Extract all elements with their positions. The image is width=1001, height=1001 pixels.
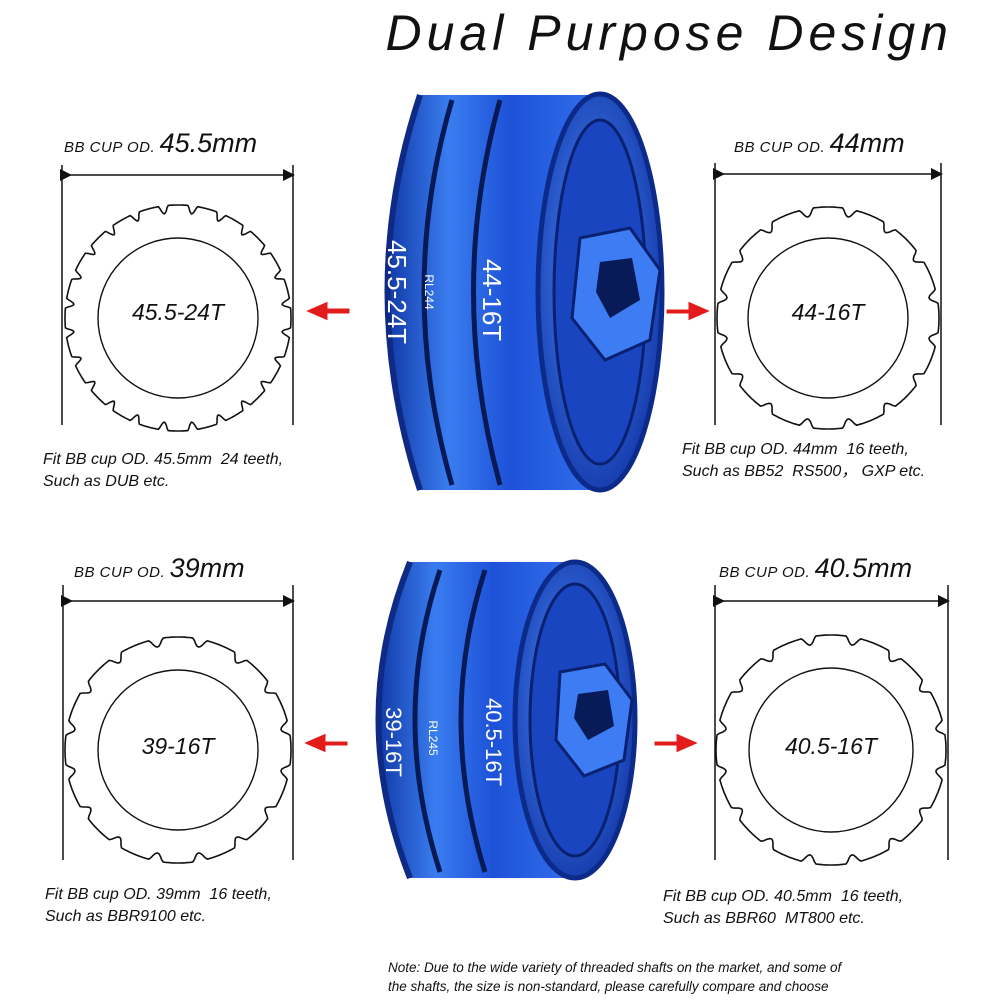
spec-size: 39mm xyxy=(169,553,245,583)
dimension-40-5 xyxy=(713,585,950,860)
bb-cup-ring-40-5 xyxy=(715,634,947,866)
ring-inner-circle xyxy=(97,237,259,399)
tool-rl244-right-engraving: 44-16T xyxy=(477,259,507,341)
arrow-left-bottom xyxy=(304,733,348,753)
dimension-45-5 xyxy=(60,165,295,425)
dimension-44 xyxy=(713,163,943,425)
tool-rl244-model: RL244 xyxy=(422,274,436,310)
ring-label-44: 44-16T xyxy=(792,299,867,325)
spec-size: 45.5mm xyxy=(159,128,258,158)
spec-prefix: BB CUP OD. xyxy=(734,139,826,156)
tool-rl245-left-engraving: 39-16T xyxy=(381,707,406,777)
page-title: Dual Purpose Design xyxy=(385,5,953,61)
arrow-right-bottom xyxy=(654,733,698,753)
dimension-39 xyxy=(61,585,295,860)
ring-inner-circle xyxy=(747,237,909,399)
spec-description-45-5: Fit BB cup OD. 45.5mm 24 teeth, Such as … xyxy=(43,451,284,490)
spec-heading-45-5: BB CUP OD. 45.5mm xyxy=(64,128,257,159)
ring-label-40-5: 40.5-16T xyxy=(785,733,879,759)
bb-cup-ring-39 xyxy=(64,636,292,864)
spec-size: 40.5mm xyxy=(814,553,913,583)
ring-label-39: 39-16T xyxy=(142,733,217,759)
arrow-right-top xyxy=(666,301,710,321)
spec-heading-44: BB CUP OD. 44mm xyxy=(734,128,905,159)
spec-prefix: BB CUP OD. xyxy=(719,564,811,581)
spec-description-40-5: Fit BB cup OD. 40.5mm 16 teeth, Such as … xyxy=(663,888,904,927)
spec-prefix: BB CUP OD. xyxy=(64,139,156,156)
footnote: Note: Due to the wide variety of threade… xyxy=(388,960,842,994)
ring-inner-circle xyxy=(97,669,259,831)
spec-heading-40-5: BB CUP OD. 40.5mm xyxy=(719,553,912,584)
tool-rl245-model: RL245 xyxy=(426,720,440,756)
spec-description-39: Fit BB cup OD. 39mm 16 teeth, Such as BB… xyxy=(45,886,272,925)
tool-rl245: 39-16T RL245 40.5-16T xyxy=(375,559,638,881)
ring-label-45-5: 45.5-24T xyxy=(132,299,226,325)
ring-teeth-outline xyxy=(716,206,940,430)
spec-size: 44mm xyxy=(829,128,905,158)
tool-rl245-right-engraving: 40.5-16T xyxy=(481,698,506,786)
tool-rl244-left-engraving: 45.5-24T xyxy=(382,240,412,344)
arrow-left-top xyxy=(306,301,350,321)
bb-cup-ring-45-5 xyxy=(64,204,292,432)
spec-prefix: BB CUP OD. xyxy=(74,564,166,581)
spec-description-44: Fit BB cup OD. 44mm 16 teeth, Such as BB… xyxy=(682,441,926,480)
spec-heading-39: BB CUP OD. 39mm xyxy=(74,553,245,584)
ring-inner-circle xyxy=(748,667,914,833)
bb-cup-ring-44 xyxy=(716,206,940,430)
tool-rl244: 45.5-24T RL244 44-16T xyxy=(382,91,665,493)
